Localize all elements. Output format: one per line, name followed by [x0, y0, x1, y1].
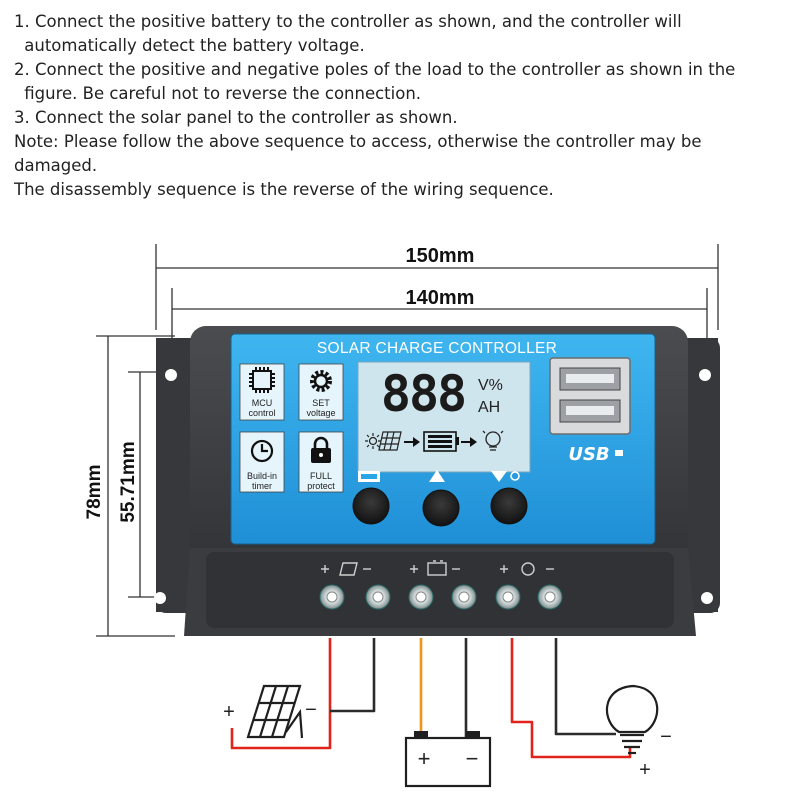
usb-symbol-icon — [615, 450, 623, 456]
mount-hole — [701, 592, 713, 604]
instruction-line: automatically detect the battery voltage… — [19, 36, 365, 55]
menu-button[interactable] — [352, 487, 390, 525]
instruction-line: figure. Be careful not to reverse the co… — [19, 84, 422, 103]
solar-plus-label: + — [223, 701, 235, 723]
sun-icon — [365, 433, 381, 449]
usb-label: USB — [568, 444, 609, 465]
instruction-line: The disassembly sequence is the reverse … — [14, 180, 554, 199]
instruction-line: 3. Connect the solar panel to the contro… — [14, 108, 458, 127]
load-plus-label: + — [639, 759, 651, 781]
clock-icon — [250, 439, 274, 463]
lock-icon — [311, 436, 331, 463]
terminal-screw-load-minus — [537, 584, 563, 610]
down-symbol-icon — [491, 471, 507, 482]
dimension-label-150: 150mm — [406, 245, 475, 267]
feature-timer: Build-in timer — [239, 431, 285, 493]
arrow-icon — [461, 437, 477, 447]
dimension-label-78: 78mm — [84, 465, 105, 520]
terminal-markings — [321, 560, 554, 576]
feature-protect: FULL protect — [298, 431, 344, 493]
feature-mcu: MCU control — [239, 363, 285, 421]
lcd-unit-bottom: AH — [478, 399, 500, 416]
solar-panel-icon — [246, 684, 304, 739]
feature-label: FULL — [310, 471, 332, 481]
panel-title: SOLAR CHARGE CONTROLLER — [317, 340, 557, 357]
terminal-screw-solar-plus — [319, 584, 345, 610]
solar-minus-label: − — [305, 699, 317, 721]
chip-icon — [249, 367, 275, 393]
battery-icon — [404, 731, 492, 788]
feature-label: SET — [312, 398, 330, 408]
feature-label: voltage — [306, 408, 335, 418]
terminal-screw-load-plus — [495, 584, 521, 610]
up-symbol-icon — [429, 470, 445, 482]
gear-icon — [310, 370, 332, 392]
up-button[interactable] — [422, 489, 460, 527]
button-symbols — [358, 470, 520, 482]
lcd-unit-top: V% — [478, 377, 503, 394]
feature-label: MCU — [252, 398, 273, 408]
lcd-display: 888 V% AH — [357, 361, 531, 473]
menu-symbol-icon — [358, 471, 380, 482]
dimension-78mm — [96, 335, 175, 637]
instruction-line: damaged. — [14, 156, 98, 175]
terminal-screw-battery-plus — [408, 584, 434, 610]
usb-port: USB — [549, 357, 631, 465]
feature-set-voltage: SET voltage — [298, 363, 344, 421]
arrow-icon — [404, 437, 420, 447]
terminal-screw-battery-minus — [451, 584, 477, 610]
dimension-label-140: 140mm — [406, 287, 475, 309]
battery-plus-label: + — [418, 746, 431, 771]
feature-label: protect — [307, 481, 335, 491]
mount-hole — [165, 369, 177, 381]
dimension-150mm — [155, 244, 719, 330]
mount-hole — [154, 592, 166, 604]
battery-small-icon — [423, 431, 459, 452]
wire-load-minus — [554, 638, 616, 736]
feature-label: control — [248, 408, 275, 418]
bulb-small-icon — [482, 430, 504, 451]
solar-panel-small-icon — [378, 431, 402, 451]
wiring-instructions: 1. Connect the positive battery to the c… — [14, 10, 789, 202]
lcd-digits: 888 — [381, 365, 465, 423]
dimension-label-55: 55.71mm — [118, 441, 139, 522]
light-bulb-icon — [605, 684, 659, 755]
mount-hole — [699, 369, 711, 381]
down-button[interactable] — [490, 487, 528, 525]
wire-solar-minus — [330, 638, 376, 713]
wire-solar-plus — [230, 638, 332, 750]
terminal-screw-solar-minus — [365, 584, 391, 610]
instruction-line: 1. Connect the positive battery to the c… — [14, 12, 682, 31]
instruction-line: Note: Please follow the above sequence t… — [14, 132, 702, 151]
feature-label: timer — [252, 481, 272, 491]
wire-load-plus — [510, 638, 632, 759]
feature-label: Build-in — [247, 471, 277, 481]
terminal-screws — [319, 584, 563, 610]
instruction-line: 2. Connect the positive and negative pol… — [14, 60, 736, 79]
wires — [230, 638, 632, 759]
load-minus-label: − — [660, 726, 672, 748]
battery-minus-label: − — [466, 746, 479, 771]
